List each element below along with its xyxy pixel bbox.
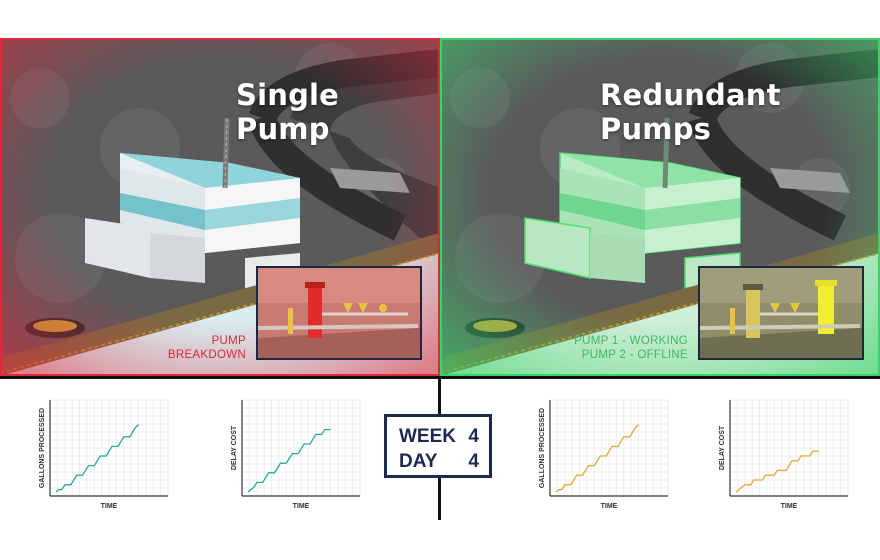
series-line — [555, 424, 640, 493]
single-pump-title: Single Pump — [236, 78, 340, 146]
chart-grid — [549, 399, 669, 497]
week-label: WEEK — [399, 426, 456, 447]
pump-room-inset-redundant — [698, 266, 864, 360]
delay-cost-chart-single: TIME DELAY COST — [231, 399, 361, 510]
offline-pump — [746, 288, 760, 338]
working-pump — [818, 284, 834, 334]
status-line: PUMP 2 - OFFLINE — [581, 349, 688, 361]
gallons-processed-chart-redundant: TIME GALLONS PROCESSED — [539, 399, 669, 510]
x-axis-label: TIME — [293, 503, 310, 510]
gallons-processed-chart-single: TIME GALLONS PROCESSED — [39, 399, 169, 510]
y-axis-label: GALLONS PROCESSED — [39, 408, 46, 488]
pump-breakdown-status: PUMP BREAKDOWN — [168, 334, 246, 362]
week-day-counter: WEEK 4 DAY 4 — [384, 414, 492, 478]
x-axis-label: TIME — [601, 503, 618, 510]
y-axis-label: GALLONS PROCESSED — [539, 408, 546, 488]
chart-grid — [729, 399, 849, 497]
series-line — [55, 424, 140, 493]
status-line: PUMP 1 - WORKING — [574, 335, 688, 347]
single-pump-panel: Single Pump PUMP BREAKDOWN — [0, 38, 440, 376]
y-axis-label: DELAY COST — [719, 425, 726, 470]
x-axis-label: TIME — [101, 503, 118, 510]
day-label: DAY — [399, 451, 438, 472]
chart-grid — [49, 399, 169, 497]
delay-cost-chart-redundant: TIME DELAY COST — [719, 399, 849, 510]
status-line: BREAKDOWN — [167, 349, 246, 361]
redundant-pumps-panel: Redundant Pumps PUMP 1 - WORKING PUMP 2 … — [440, 38, 880, 376]
day-value: 4 — [468, 451, 479, 472]
pump-status: PUMP 1 - WORKING PUMP 2 - OFFLINE — [574, 334, 688, 362]
week-value: 4 — [468, 426, 479, 447]
redundant-pumps-title: Redundant Pumps — [600, 78, 781, 146]
status-line: PUMP — [211, 335, 246, 347]
x-axis-label: TIME — [781, 503, 798, 510]
series-line — [247, 428, 331, 493]
y-axis-label: DELAY COST — [231, 425, 238, 470]
pump-room-inset-failed — [256, 266, 422, 360]
failed-pump-motor — [308, 286, 322, 338]
